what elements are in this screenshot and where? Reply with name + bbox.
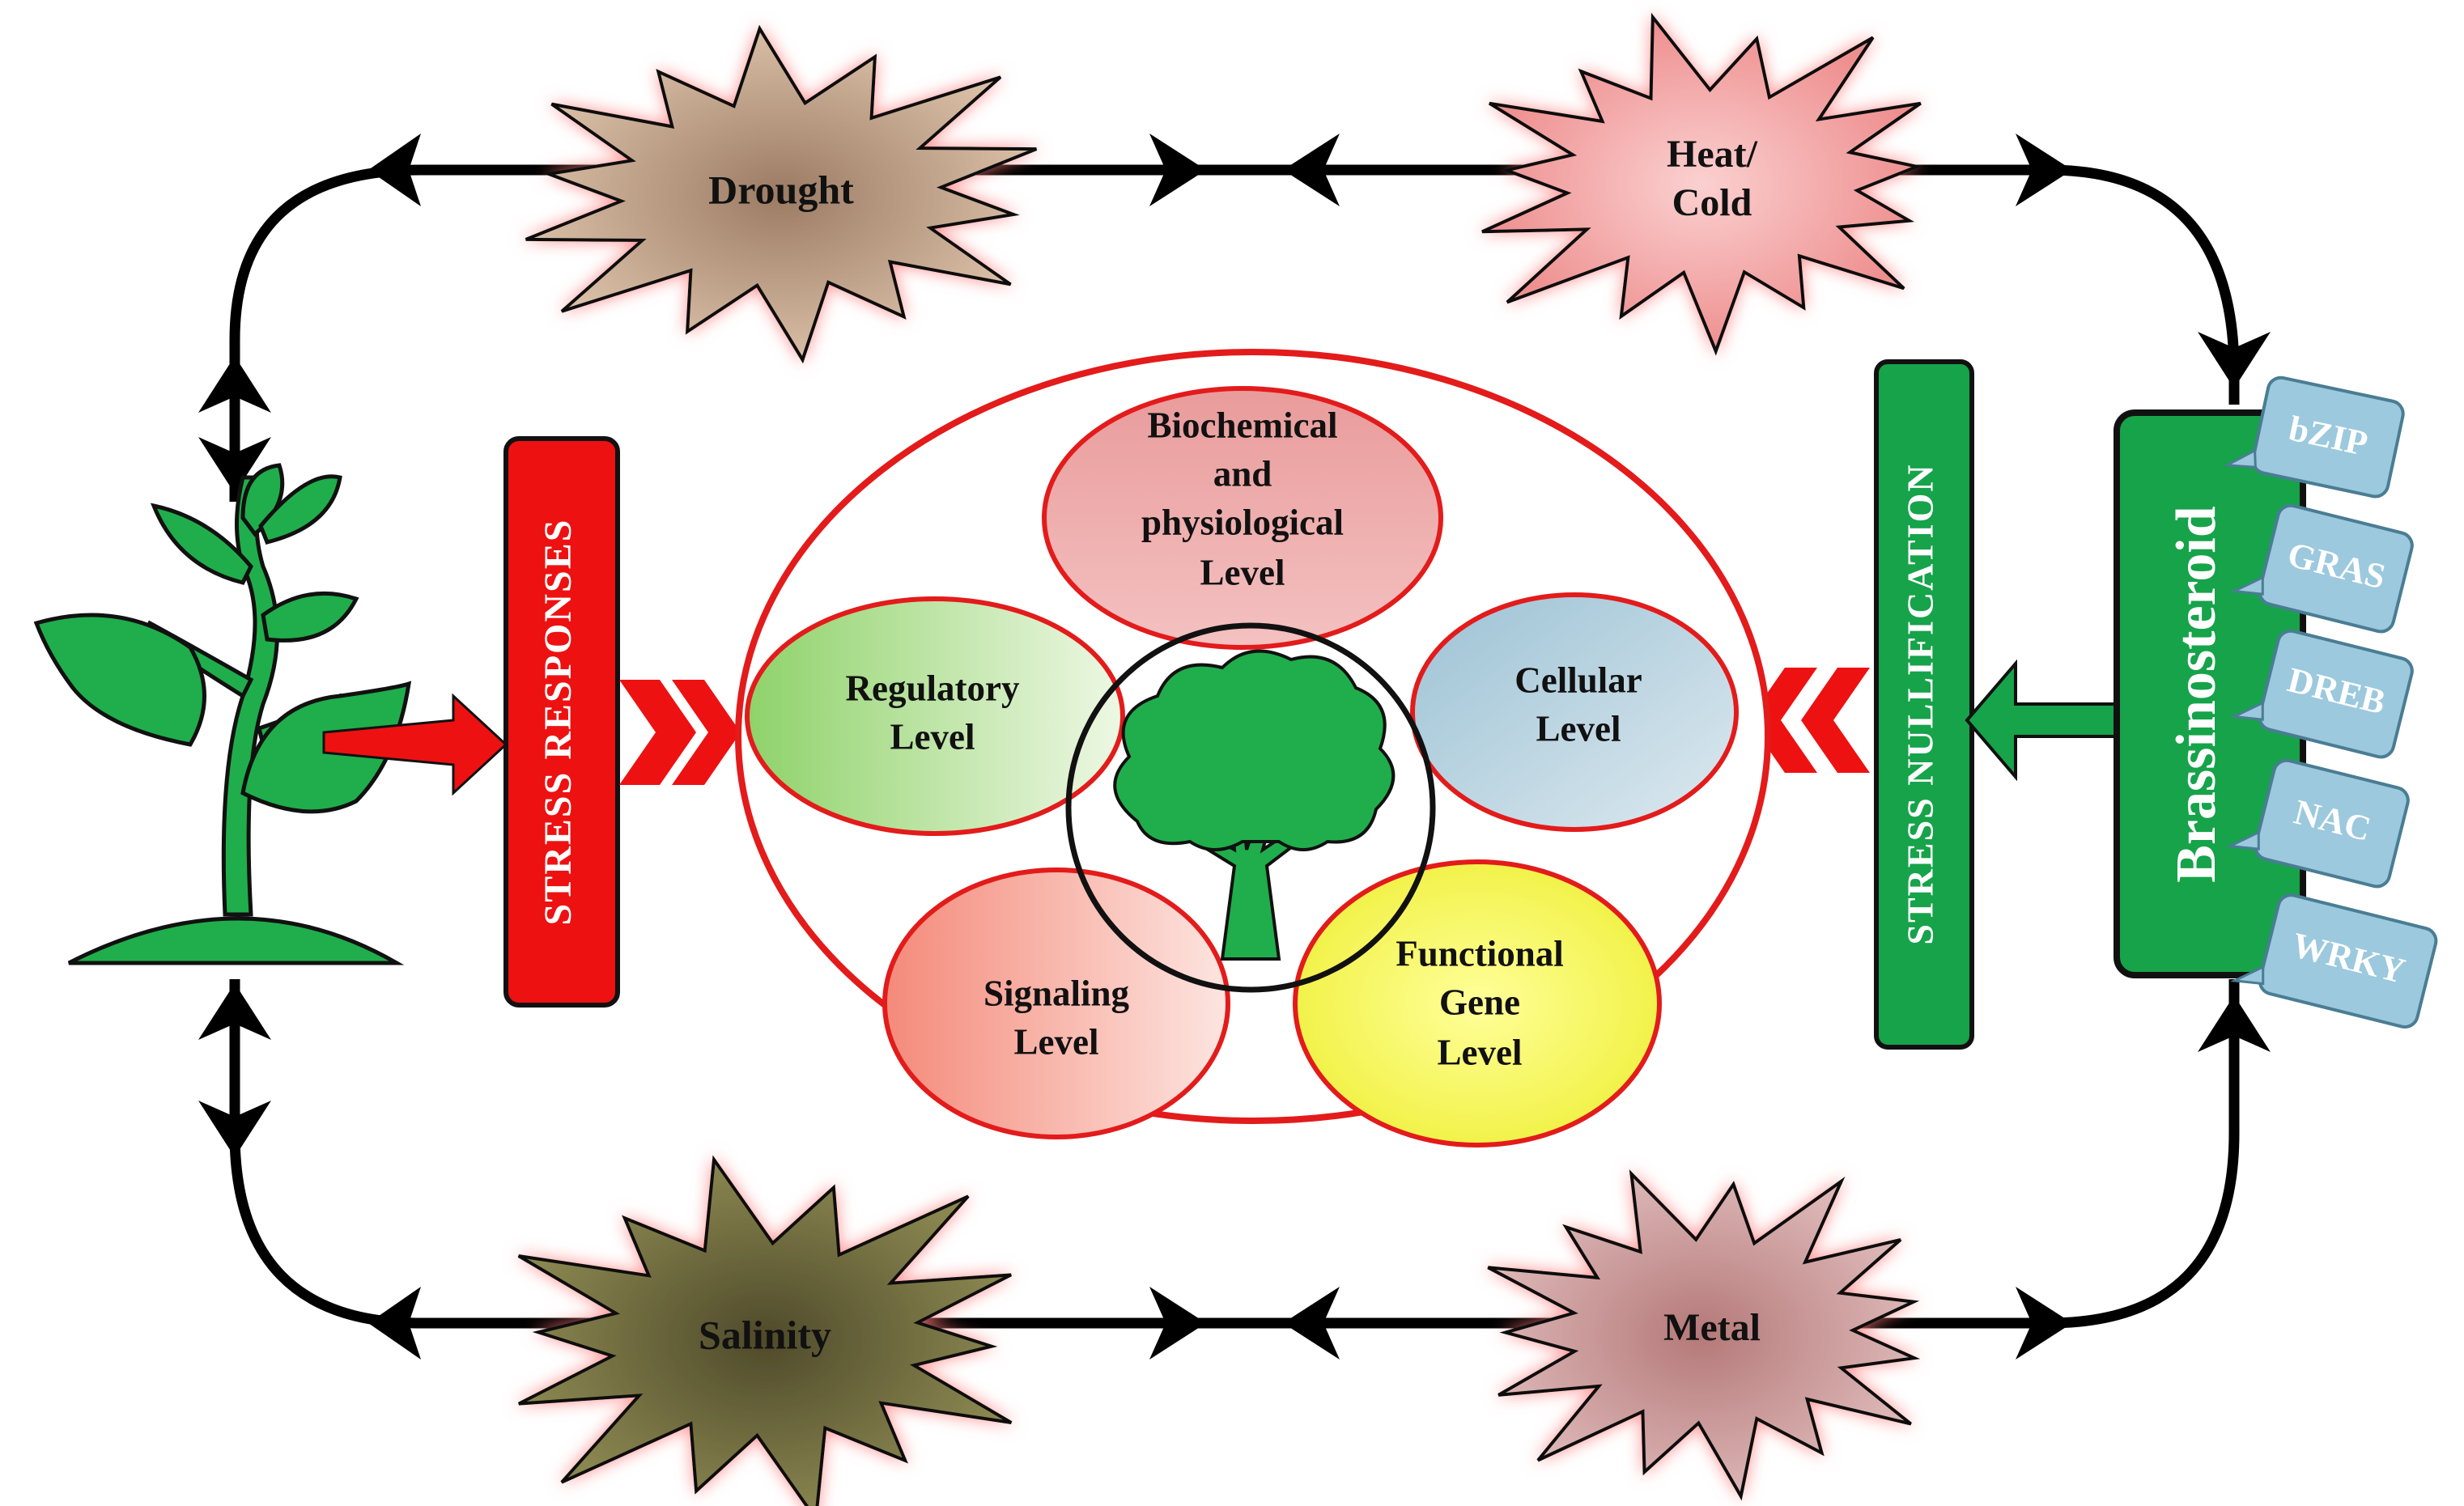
- brassinosteroid-label: Brassinosteroid: [2165, 506, 2228, 882]
- cold-label: Cold: [1672, 181, 1752, 224]
- biochemical-label-1: Biochemical: [1148, 405, 1338, 445]
- arrow-bottom-left-pointing-left: [368, 1287, 421, 1360]
- heat-label: Heat/: [1667, 133, 1758, 176]
- regulatory-label-2: Level: [890, 716, 975, 757]
- tree-icon: [1065, 622, 1436, 993]
- signaling-label-2: Level: [1014, 1021, 1099, 1062]
- arrow-left-top-pointing-up: [198, 356, 271, 413]
- biochemical-label-4: Level: [1200, 552, 1285, 592]
- chevrons-right: [619, 680, 741, 785]
- cellular-label-1: Cellular: [1515, 660, 1642, 700]
- stress-responses-label: STRESS RESPONSES: [537, 519, 580, 926]
- arrow-bottom-mid-pointing-right: [1149, 1287, 1206, 1360]
- brassinosteroid-to-nullification-arrow: [1965, 659, 2118, 782]
- biochemical-label-3: physiological: [1141, 502, 1344, 542]
- arrow-top-mid-pointing-right: [1149, 134, 1206, 206]
- stress-nullification-label: STRESS NULLIFICATION: [1900, 463, 1941, 944]
- tf-tag-dreb: DREB: [2229, 629, 2414, 759]
- tf-tag-wrky: WRKY: [2230, 893, 2438, 1029]
- salinity-label: Salinity: [699, 1312, 831, 1357]
- functional-label-3: Level: [1438, 1032, 1523, 1072]
- regulatory-label-1: Regulatory: [846, 668, 1020, 708]
- signaling-level-bubble: Signaling Level: [882, 868, 1230, 1139]
- plant-icon: [33, 463, 412, 965]
- metal-starburst: Metal: [1487, 1169, 1921, 1501]
- tf-tag-nac: NAC: [2225, 758, 2410, 889]
- salinity-starburst: Salinity: [517, 1155, 1013, 1506]
- arrow-top-left-pointing-left: [368, 134, 421, 206]
- drought-starburst: Drought: [525, 24, 1038, 364]
- regulatory-level-bubble: Regulatory Level: [745, 596, 1125, 836]
- stress-responses-bar: STRESS RESPONSES: [503, 436, 620, 1008]
- arrow-right-bottom-pointing-up: [2198, 995, 2271, 1052]
- metal-label: Metal: [1663, 1306, 1761, 1349]
- cellular-level-bubble: Cellular Level: [1410, 592, 1739, 832]
- loop-arrowheads: [198, 134, 2271, 1360]
- plant-to-responses-arrow: [322, 693, 508, 796]
- biochemical-level-bubble: Biochemical and physiological Level: [1042, 386, 1443, 650]
- functional-label-2: Gene: [1439, 982, 1520, 1022]
- arrow-top-mid-pointing-left: [1283, 134, 1340, 206]
- arrow-left-bottom-pointing-up: [198, 983, 271, 1040]
- cellular-label-2: Level: [1536, 708, 1621, 749]
- functional-gene-level-bubble: Functional Gene Level: [1293, 859, 1662, 1148]
- biochemical-label-2: and: [1213, 453, 1272, 494]
- arrow-top-right-pointing-right: [2016, 134, 2072, 206]
- functional-label-1: Functional: [1396, 933, 1564, 974]
- signaling-label-1: Signaling: [983, 973, 1130, 1013]
- arrow-right-top-pointing-down: [2198, 332, 2271, 388]
- arrow-bottom-mid-pointing-left: [1283, 1287, 1340, 1360]
- tf-tag-bzip: bZIP: [2222, 375, 2405, 498]
- arrow-left-bottom-pointing-down: [198, 1101, 271, 1157]
- arrow-bottom-right-pointing-right: [2016, 1287, 2072, 1360]
- drought-label: Drought: [708, 167, 854, 212]
- stress-nullification-bar: STRESS NULLIFICATION: [1874, 359, 1974, 1050]
- tf-tag-gras: GRAS: [2229, 503, 2414, 634]
- heat-cold-starburst: Heat/ Cold: [1481, 12, 1923, 356]
- arrow-left-top-pointing-down: [198, 437, 271, 494]
